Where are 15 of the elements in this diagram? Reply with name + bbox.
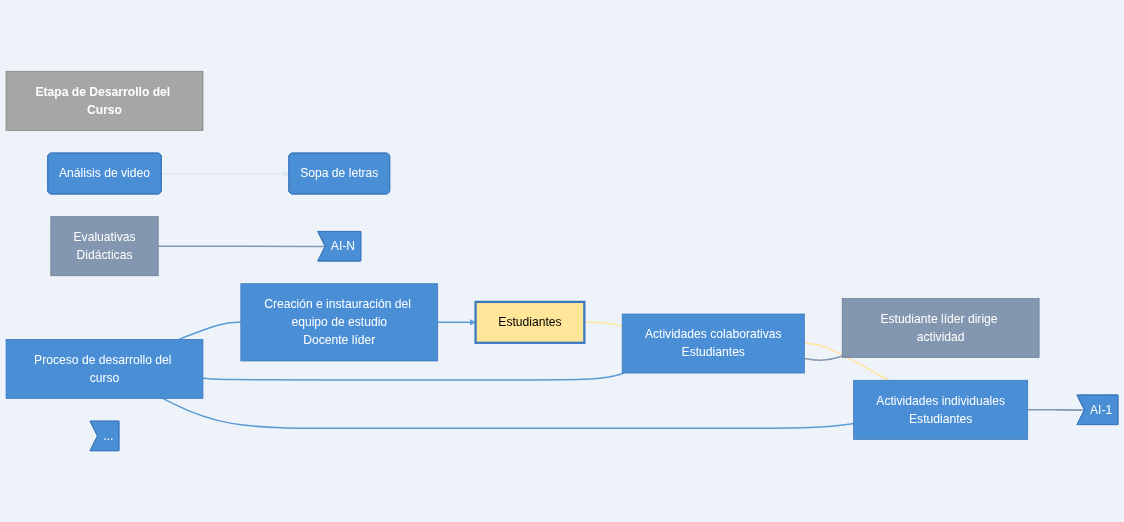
node-box: Proceso de desarrollo del curso [5,339,204,399]
node-box: Actividades colaborativas Estudiantes [621,313,805,374]
node-box: Estudiante líder dirige actividad [841,298,1040,358]
connector [178,321,242,341]
node-box: Evaluativas Didácticas [50,216,159,277]
connector [803,342,890,382]
connector [162,397,855,430]
connector [803,355,843,361]
node-box: Creación e instauración del equipo de estudio Docente líder [240,283,439,362]
connector [202,372,625,381]
arrow [436,319,476,326]
node-box: Actividades individuales Estudiantes [853,379,1029,440]
arrow [160,170,290,178]
node-box: Estudiantes [474,300,586,344]
node-box: Etapa de Desarrollo del Curso [5,70,204,131]
